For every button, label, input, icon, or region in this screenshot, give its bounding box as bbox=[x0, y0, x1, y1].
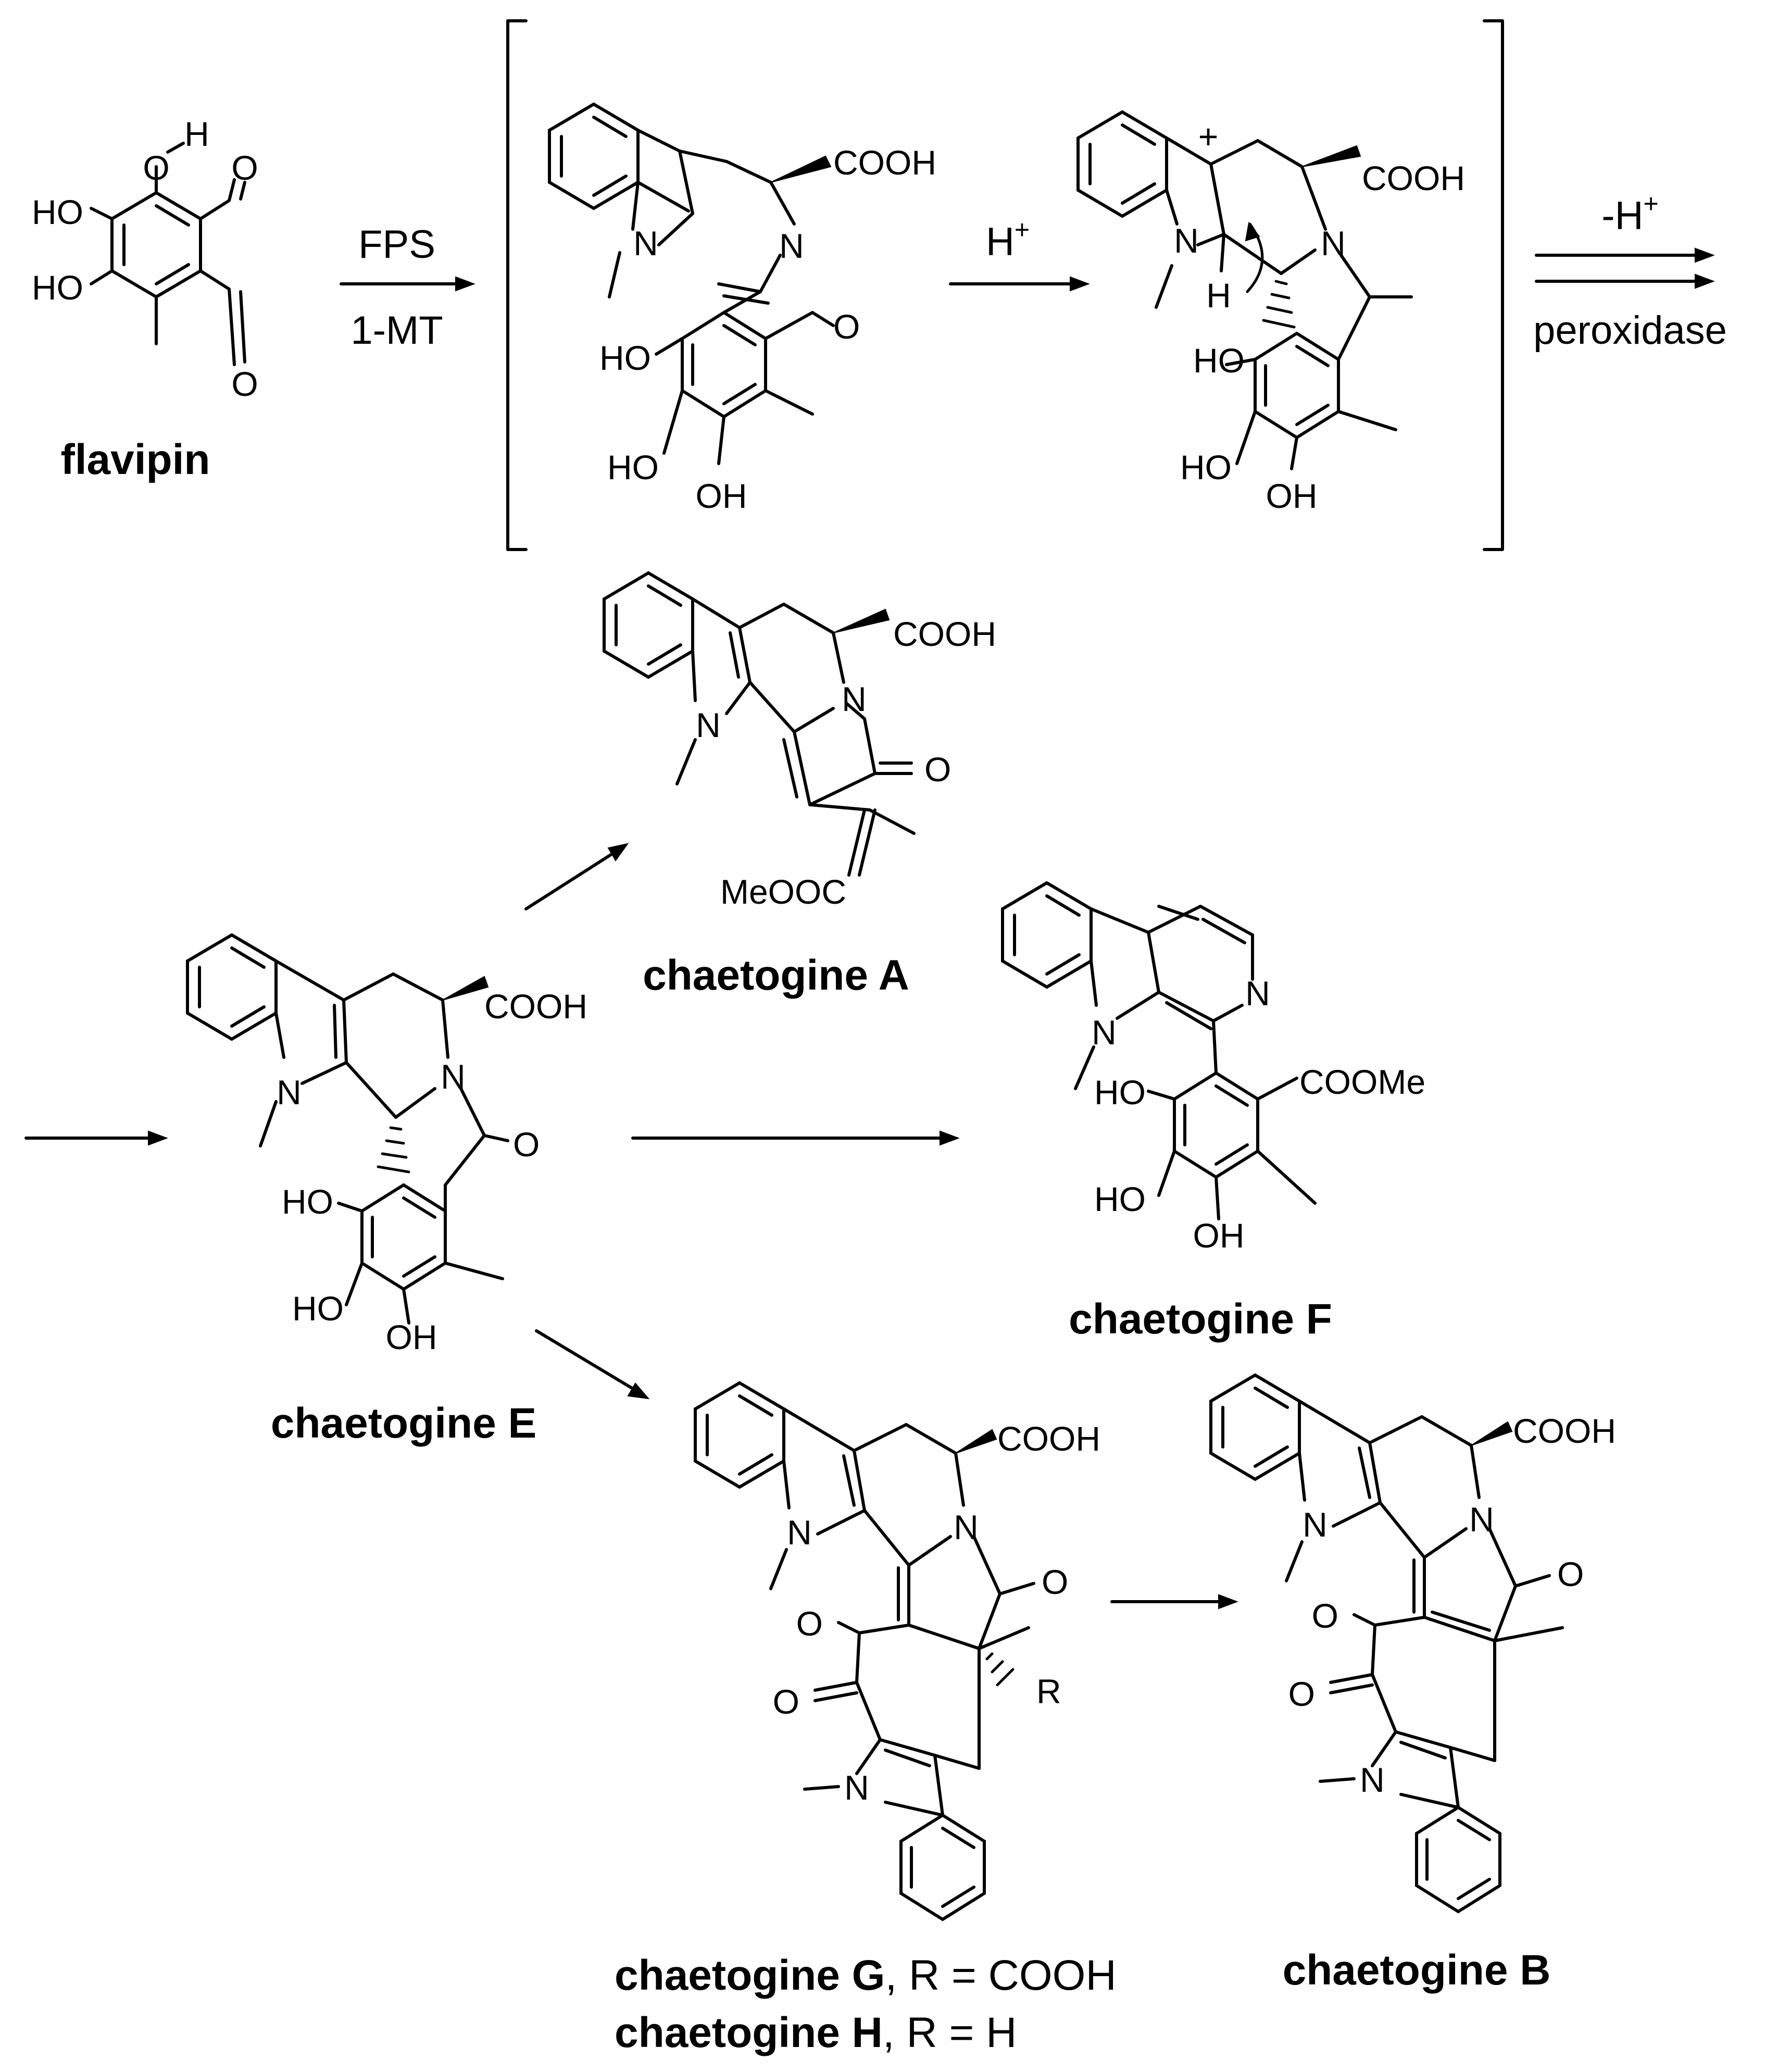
chaetogine-g-lactam-n: N bbox=[954, 1508, 979, 1546]
chaetogine-b-cooh: COOH bbox=[1513, 1412, 1616, 1450]
chaetogine-a-ester: MeOOC bbox=[720, 872, 846, 911]
imine-cooh: COOH bbox=[833, 143, 936, 182]
imine-indole-n: N bbox=[633, 224, 658, 263]
chaetogine-a-cooh: COOH bbox=[893, 615, 996, 653]
reagent-peroxidase: peroxidase bbox=[1533, 308, 1727, 353]
chaetogine-e-structure bbox=[186, 933, 509, 1325]
chaetogine-e-ho-1: HO bbox=[282, 1182, 333, 1221]
chaetogine-e-cooh: COOH bbox=[484, 987, 587, 1026]
chaetogine-f-ho-2: HO bbox=[1094, 1180, 1146, 1218]
arrow-e-to-a bbox=[524, 847, 621, 910]
chaetogine-b-ketone-o-2: O bbox=[1288, 1675, 1315, 1713]
chaetogine-b-indole-n-2: N bbox=[1360, 1761, 1385, 1799]
chaetogine-b-label: chaetogine B bbox=[1283, 1946, 1551, 1994]
imine-ho-1: HO bbox=[599, 339, 651, 377]
imine-ho-2: HO bbox=[607, 448, 659, 486]
flavipin-ho-1: HO bbox=[32, 193, 83, 231]
chaetogine-f-oh: OH bbox=[1193, 1216, 1245, 1255]
chaetogine-b-structure bbox=[1209, 1373, 1564, 1914]
cation-indole-n: N bbox=[1174, 221, 1199, 260]
chaetogine-g-r: R bbox=[1036, 1672, 1061, 1711]
chaetogine-a-structure bbox=[603, 571, 916, 877]
arrow-e-to-g bbox=[535, 1329, 642, 1395]
imine-n: N bbox=[779, 227, 804, 265]
flavipin-o-label: O bbox=[143, 148, 169, 187]
chaetogine-f-indole-n: N bbox=[1092, 1013, 1117, 1052]
chaetogine-g-cooh: COOH bbox=[997, 1419, 1100, 1458]
cation-ho-2: HO bbox=[1180, 448, 1232, 486]
cation-oh: OH bbox=[1266, 477, 1318, 515]
chaetogine-f-label: chaetogine F bbox=[1069, 1295, 1332, 1343]
flavipin-structure: O H O O HO HO bbox=[32, 115, 258, 403]
chaetogine-e-ketone-o: O bbox=[513, 1125, 540, 1164]
chaetogine-g-indole-n-2: N bbox=[844, 1768, 869, 1807]
chaetogine-e-n: N bbox=[441, 1057, 466, 1096]
chaetogine-g-lactam-o: O bbox=[1042, 1563, 1068, 1601]
flavipin-aldehyde-o-2: O bbox=[231, 365, 258, 403]
reagent-fps: FPS bbox=[358, 222, 435, 267]
chaetogine-b-ketone-o-1: O bbox=[1312, 1596, 1338, 1635]
chaetogine-a-ketone-o: O bbox=[924, 750, 951, 789]
cation-cooh: COOH bbox=[1362, 159, 1465, 197]
cation-ho-1: HO bbox=[1193, 341, 1245, 380]
chaetogine-b-lactam-n: N bbox=[1469, 1500, 1494, 1539]
chaetogine-g-h-structure bbox=[694, 1381, 1035, 1921]
chaetogine-g-ketone-o-1: O bbox=[796, 1604, 823, 1643]
chaetogine-e-oh: OH bbox=[386, 1318, 437, 1356]
chaetogine-a-label: chaetogine A bbox=[643, 952, 909, 999]
flavipin-h-label: H bbox=[184, 115, 209, 153]
chaetogine-a-n: N bbox=[842, 680, 867, 718]
chaetogine-e-indole-n: N bbox=[277, 1073, 302, 1112]
right-bracket bbox=[1483, 19, 1504, 551]
reagent-minus-h-plus: -H+ bbox=[1601, 189, 1658, 238]
flavipin-aldehyde-o-1: O bbox=[231, 148, 258, 187]
flavipin-label: flavipin bbox=[60, 436, 210, 483]
imine-intermediate-structure bbox=[548, 102, 835, 465]
imine-oh: OH bbox=[696, 477, 747, 515]
chaetogine-f-pyridine-n: N bbox=[1245, 974, 1270, 1013]
cation-n: N bbox=[1321, 224, 1346, 263]
cation-h: H bbox=[1206, 276, 1231, 315]
left-bracket bbox=[506, 19, 528, 551]
chaetogine-g-indole-n-1: N bbox=[787, 1513, 812, 1552]
chaetogine-b-indole-n-1: N bbox=[1303, 1505, 1328, 1544]
chaetogine-e-label: chaetogine E bbox=[271, 1400, 536, 1447]
chaetogine-h-caption: chaetogine H, R = H bbox=[615, 2009, 1017, 2056]
chaetogine-g-caption: chaetogine G, R = COOH bbox=[615, 1952, 1117, 1999]
chaetogine-f-coome: COOMe bbox=[1299, 1063, 1425, 1101]
cation-intermediate-structure bbox=[1076, 110, 1413, 470]
reagent-1mt: 1-MT bbox=[350, 308, 443, 353]
flavipin-ho-2: HO bbox=[32, 268, 83, 307]
chaetogine-e-ho-2: HO bbox=[292, 1289, 344, 1328]
imine-aldehyde-o: O bbox=[833, 307, 860, 346]
chaetogine-f-structure bbox=[1001, 881, 1317, 1220]
reagent-h-plus: H+ bbox=[986, 215, 1030, 264]
chaetogine-g-ketone-o-2: O bbox=[773, 1682, 799, 1721]
chaetogine-b-lactam-o: O bbox=[1557, 1555, 1584, 1593]
cation-plus: + bbox=[1198, 117, 1219, 156]
chaetogine-a-indole-n: N bbox=[696, 706, 721, 744]
chaetogine-f-ho-1: HO bbox=[1094, 1073, 1146, 1112]
